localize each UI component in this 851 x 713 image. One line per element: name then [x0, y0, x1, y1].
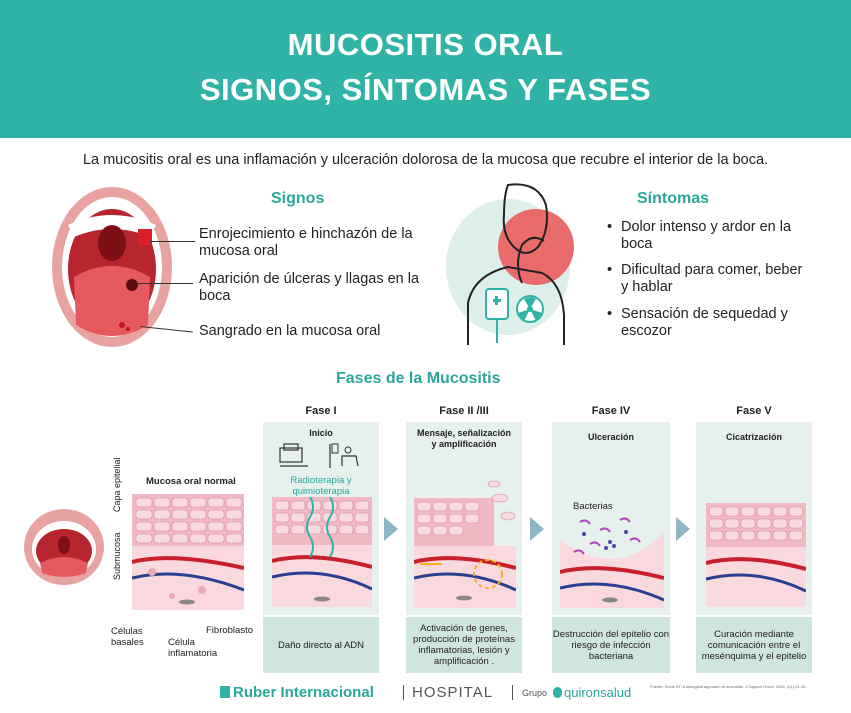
phase-3-description: Destrucción del epitelio con riesgo de i… — [552, 617, 670, 673]
brand-grupo: Grupo — [522, 688, 548, 698]
phase-1-description: Daño directo al ADN — [263, 617, 379, 673]
basal-cells-label: Células basales — [111, 626, 144, 648]
symptom-item-3: Sensación de sequedad y escozor — [607, 306, 806, 340]
open-mouth-illustration — [52, 187, 172, 347]
phase-4-description: Curación mediante comunicación entre el … — [696, 617, 812, 673]
phase-1-tissue — [272, 497, 372, 607]
normal-mucosa-tissue — [132, 494, 244, 610]
arrow-phase-2-to-3 — [530, 517, 544, 541]
arrow-phase-1-to-2 — [384, 517, 398, 541]
symptoms-title: Síntomas — [637, 190, 710, 207]
symptom-item-1: Dolor intenso y ardor en la boca — [607, 219, 806, 253]
phase-3-name: Fase IV — [591, 405, 631, 417]
brand-hospital: HOSPITAL — [412, 684, 494, 701]
title-line-2: SIGNOS, SÍNTOMAS Y FASES — [199, 72, 652, 107]
phase-3-tissue — [560, 517, 664, 608]
sign-item-1: Enrojecimiento e hinchazón de la mucosa … — [199, 226, 413, 259]
phases-title: Fases de la Mucositis — [336, 370, 501, 387]
phase-2-name: Fase II /III — [439, 405, 489, 417]
brand-ruber: Ruber Internacional — [233, 684, 374, 701]
arrow-phase-3-to-4 — [676, 517, 690, 541]
ruber-logo-icon — [220, 686, 230, 698]
phase-4-stage: Cicatrización — [725, 432, 783, 442]
patient-illustration — [446, 183, 574, 345]
footer-divider — [403, 685, 404, 700]
phase-2-description: Activación de genes, producción de prote… — [406, 617, 522, 673]
title-line-1: MUCOSITIS ORAL — [287, 27, 564, 62]
side-mouth-illustration — [24, 509, 104, 585]
radiotherapy-label: Radioterapia y quimioterapia — [290, 475, 352, 497]
bacteria-label: Bacterias — [573, 501, 613, 512]
treatment-icons — [279, 443, 359, 468]
intro-text: La mucositis oral es una inflamación y u… — [82, 152, 769, 168]
phase-1-stage: Inicio — [309, 428, 333, 438]
brand-quironsalud: quironsalud — [564, 685, 632, 700]
footer-divider-2 — [512, 685, 513, 700]
inflammatory-cell-label: Célula inflamatoria — [168, 637, 218, 659]
normal-mucosa-label: Mucosa oral normal — [146, 476, 236, 487]
sign-item-3: Sangrado en la mucosa oral — [199, 323, 381, 339]
symptom-item-2: Dificultad para comer, beber y hablar — [607, 262, 806, 296]
phase-4-tissue — [706, 503, 806, 607]
phase-4-name: Fase V — [736, 405, 772, 417]
footer: Ruber Internacional HOSPITAL Grupo quiro… — [0, 683, 851, 703]
phase-2-stage: Mensaje, señalización y amplificación — [416, 428, 512, 449]
phase-1-name: Fase I — [305, 405, 337, 417]
leader-line-1 — [150, 241, 195, 242]
source-note: Fuente: Sonis ST. A biological approach … — [650, 684, 807, 689]
quironsalud-logo-icon — [553, 687, 562, 698]
header-banner: MUCOSITIS ORAL SIGNOS, SÍNTOMAS Y FASES — [0, 0, 851, 138]
leader-line-2 — [138, 283, 193, 284]
phase-3-stage: Ulceración — [587, 432, 635, 442]
sign-item-2: Aparición de úlceras y llagas en la boca — [199, 271, 420, 304]
signs-title: Signos — [271, 190, 325, 207]
phase-2-tissue — [414, 480, 516, 608]
epithelial-layer-label: Capa epitelial — [112, 457, 122, 512]
fibroblast-label: Fibroblasto — [206, 625, 253, 636]
submucosa-label: Submucosa — [112, 532, 122, 580]
